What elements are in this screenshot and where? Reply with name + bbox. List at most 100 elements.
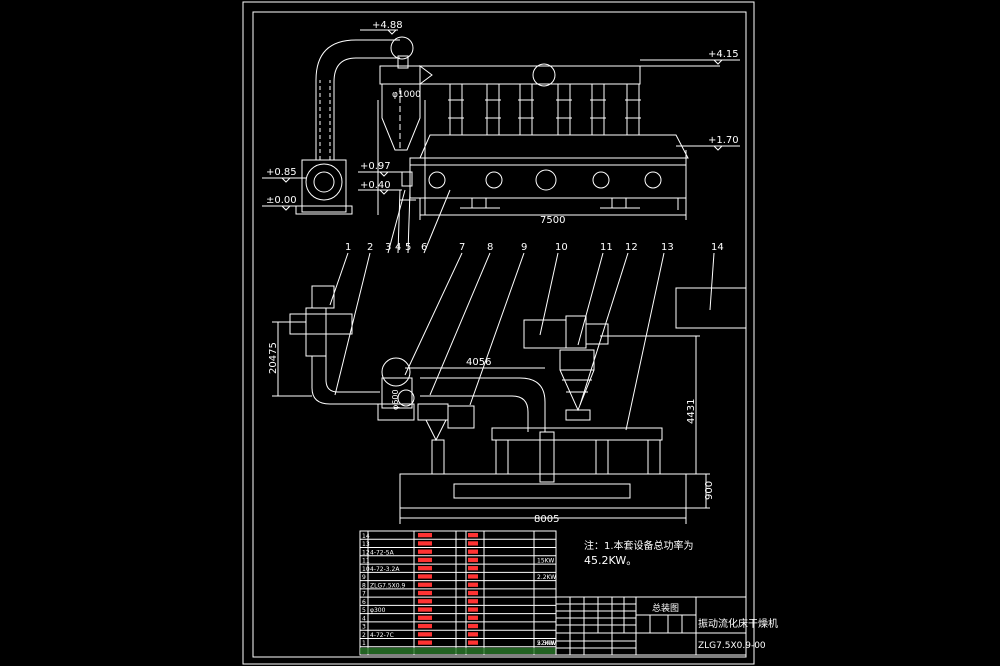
notes: 注：1.本套设备总功率为 45.2KW。 <box>584 539 694 567</box>
parts-table-name-cell <box>418 574 432 579</box>
parts-table-spec: 4-72-7C <box>370 632 394 639</box>
parts-table-material-cell <box>468 615 478 620</box>
dimension-plan-mid: 4056 <box>466 357 491 368</box>
callout-number: 2 <box>367 242 373 253</box>
parts-table-spec: ZLG7.5X0.9 <box>370 582 405 589</box>
callout-number: 10 <box>555 242 568 253</box>
elevation-ground: ±0.00 <box>266 195 297 206</box>
plan-labels: 8005 4056 20475 4431 900 φ600 <box>268 342 715 525</box>
parts-table-power: 15KW <box>537 558 554 565</box>
callout-number: 8 <box>487 242 493 253</box>
parts-table-material-cell <box>468 533 478 538</box>
parts-table-spec: 4-72-3.2A <box>370 566 400 573</box>
parts-table-material-cell <box>468 566 478 571</box>
parts-table-index: 4 <box>362 615 366 622</box>
hood-pipe <box>485 83 501 136</box>
parts-table-power: 2.2KW <box>537 574 556 581</box>
callout-number: 14 <box>711 242 724 253</box>
plan-view <box>272 285 747 524</box>
dimension-plan-height: 900 <box>704 481 715 500</box>
parts-table-index: 8 <box>362 582 366 589</box>
callout-number: 11 <box>600 242 613 253</box>
note-line-2: 45.2KW。 <box>584 554 637 567</box>
callout-number: 6 <box>421 242 427 253</box>
parts-table-spec: φ300 <box>370 607 386 614</box>
parts-table-index: 14 <box>362 533 370 540</box>
parts-table-name-cell <box>418 599 432 604</box>
parts-table-name-cell <box>418 533 432 538</box>
elevation-labels: +4.88 +4.15 +1.70 +0.97 +0.85 +0.40 ±0.0… <box>266 20 739 226</box>
elevation-hood-top: +4.15 <box>708 49 739 60</box>
parts-table-power: 5.5KW <box>537 640 556 647</box>
parts-table-index: 2 <box>362 632 366 639</box>
parts-table-material-cell <box>468 590 478 596</box>
hood-pipe <box>556 83 572 136</box>
parts-table-name-cell <box>418 632 432 637</box>
parts-table-material-cell <box>468 632 478 637</box>
parts-table-index: 1 <box>362 640 366 647</box>
parts-table-name-cell <box>418 582 432 587</box>
parts-table-index: 9 <box>362 574 366 581</box>
parts-table-material-cell <box>468 557 478 563</box>
parts-table-material-cell <box>468 541 478 546</box>
parts-table-material-cell <box>468 607 478 612</box>
dimension-plan-left: 20475 <box>268 342 279 374</box>
parts-table-index: 11 <box>362 558 370 565</box>
dimension-plan-right: 4431 <box>686 399 697 424</box>
title-block-text: 总装图 振动流化床干燥机 ZLG7.5X0.9-00 <box>652 602 778 651</box>
parts-table-name-cell <box>418 590 432 596</box>
parts-table-power: 22KW <box>537 640 554 647</box>
drawing-title: 振动流化床干燥机 <box>698 617 778 630</box>
parts-table-name-cell <box>418 541 432 546</box>
dimension-diameter: φ1000 <box>392 90 421 100</box>
parts-table-index: 10 <box>362 566 370 573</box>
parts-table-name-cell <box>418 615 432 620</box>
title-block <box>555 596 747 656</box>
parts-table-index: 3 <box>362 624 366 631</box>
parts-table-material-cell <box>468 582 478 587</box>
dimension-plan-width: 8005 <box>534 514 559 525</box>
parts-table-index: 6 <box>362 599 366 606</box>
dimension-length-top: 7500 <box>540 215 565 226</box>
parts-table-name-cell <box>418 640 432 645</box>
parts-table-name-cell <box>418 607 432 612</box>
parts-table-name-cell <box>418 557 432 563</box>
hood-pipe <box>448 83 464 136</box>
parts-table-material-cell <box>468 549 478 554</box>
parts-table-index: 7 <box>362 591 366 598</box>
elevation-bed-top: +1.70 <box>708 135 739 146</box>
parts-table-material-cell <box>468 623 478 629</box>
parts-table-material-cell <box>468 640 478 645</box>
parts-table-name-cell <box>418 623 432 629</box>
parts-table-index: 12 <box>362 549 370 556</box>
parts-table <box>359 530 557 656</box>
dimension-plan-pipe: φ600 <box>391 389 400 410</box>
callout-number: 9 <box>521 242 527 253</box>
note-line-1: 注：1.本套设备总功率为 <box>584 539 694 552</box>
title-stamp: 总装图 <box>652 602 679 614</box>
callout-number: 3 <box>385 242 391 253</box>
elevation-top-duct: +4.88 <box>372 20 403 31</box>
elevation-inlet: +0.97 <box>360 161 391 172</box>
elevation-fan-axis: +0.85 <box>266 167 297 178</box>
parts-table-spec: 4-72-5A <box>370 549 395 556</box>
callout-number: 7 <box>459 242 465 253</box>
hood-pipe <box>518 83 534 136</box>
callout-number: 13 <box>661 242 674 253</box>
parts-table-material-cell <box>468 574 478 579</box>
drawing-code: ZLG7.5X0.9-00 <box>698 641 766 651</box>
elevation-view <box>262 29 740 220</box>
callout-number: 5 <box>405 242 411 253</box>
callout-number: 1 <box>345 242 351 253</box>
parts-table-index: 5 <box>362 607 366 614</box>
callout-number: 4 <box>395 242 401 253</box>
sheet-frame <box>242 1 755 665</box>
elevation-inlet-low: +0.40 <box>360 180 391 191</box>
parts-table-index: 13 <box>362 541 370 548</box>
parts-table-material-cell <box>468 599 478 604</box>
hood-pipe <box>625 83 641 136</box>
callout-number: 12 <box>625 242 638 253</box>
